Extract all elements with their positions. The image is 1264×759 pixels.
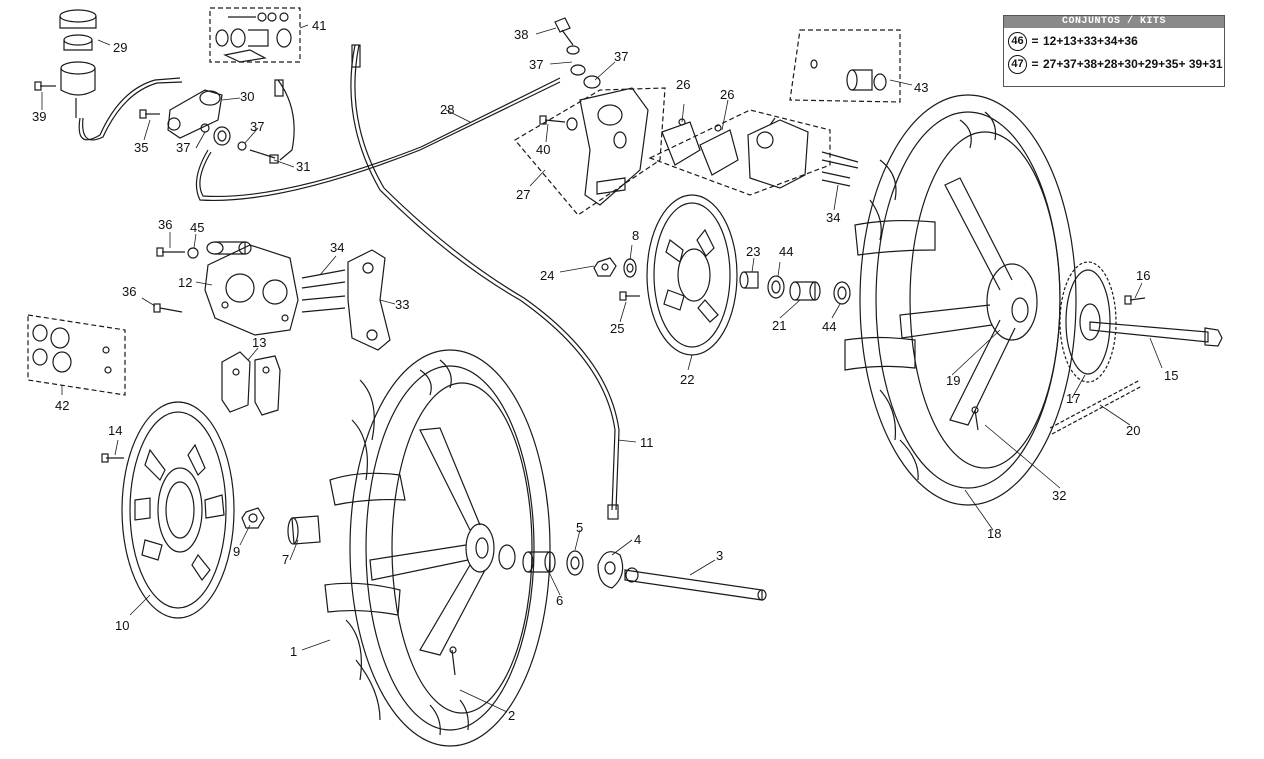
callout-3: 3 (716, 548, 723, 563)
callout-2: 2 (508, 708, 515, 723)
callout-45: 45 (190, 220, 204, 235)
callout-19: 19 (946, 373, 960, 388)
rear-wheel (844, 94, 1077, 506)
kit-formula: 27+37+38+28+30+29+35+ 39+31 (1043, 57, 1223, 71)
callout-27: 27 (516, 187, 530, 202)
callout-labels: 1 2 3 4 5 6 7 8 9 10 11 12 13 14 15 16 1… (32, 18, 1178, 723)
rear-brake-disc (646, 194, 738, 356)
front-axle (624, 567, 767, 601)
callout-16: 16 (1136, 268, 1150, 283)
callout-12: 12 (178, 275, 192, 290)
callout-29: 29 (113, 40, 127, 55)
callout-37b: 37 (250, 119, 264, 134)
callout-20: 20 (1126, 423, 1140, 438)
callout-8: 8 (632, 228, 639, 243)
callout-42: 42 (55, 398, 69, 413)
kit-equals: = (1031, 57, 1039, 71)
callout-4: 4 (634, 532, 641, 547)
kit-row-47: 47 = 27+37+38+28+30+29+35+ 39+31 (1004, 55, 1224, 74)
callout-6: 6 (556, 593, 563, 608)
kits-header: CONJUNTOS / KITS (1004, 16, 1224, 28)
callout-41: 41 (312, 18, 326, 33)
rear-sprocket (1059, 261, 1117, 383)
kit-equals: = (1031, 34, 1039, 48)
callout-24: 24 (540, 268, 554, 283)
callout-10: 10 (115, 618, 129, 633)
kits-legend: CONJUNTOS / KITS 46 = 12+13+33+34+36 47 = 27… (1003, 15, 1225, 87)
front-brake-disc (121, 401, 235, 619)
callout-17: 17 (1066, 391, 1080, 406)
callout-34b: 34 (826, 210, 840, 225)
callout-36a: 36 (158, 217, 172, 232)
callout-44b: 44 (822, 319, 836, 334)
callout-40: 40 (536, 142, 550, 157)
callout-43: 43 (914, 80, 928, 95)
callout-18: 18 (987, 526, 1001, 541)
callout-21: 21 (772, 318, 786, 333)
callout-30: 30 (240, 89, 254, 104)
callout-36b: 36 (122, 284, 136, 299)
callout-44a: 44 (779, 244, 793, 259)
callout-5: 5 (576, 520, 583, 535)
callout-1: 1 (290, 644, 297, 659)
kit-number: 47 (1008, 55, 1027, 74)
callout-26a: 26 (676, 77, 690, 92)
callout-34a: 34 (330, 240, 344, 255)
callout-22: 22 (680, 372, 694, 387)
callout-7: 7 (282, 552, 289, 567)
callout-38: 38 (514, 27, 528, 42)
callout-37a: 37 (176, 140, 190, 155)
master-cylinder (34, 9, 97, 118)
callout-33: 33 (395, 297, 409, 312)
callout-32: 32 (1052, 488, 1066, 503)
front-caliper (204, 241, 299, 336)
callout-14: 14 (108, 423, 122, 438)
kit-formula: 12+13+33+34+36 (1043, 34, 1138, 48)
callout-39: 39 (32, 109, 46, 124)
callout-13: 13 (252, 335, 266, 350)
callout-35: 35 (134, 140, 148, 155)
callout-37c: 37 (529, 57, 543, 72)
callout-11: 11 (640, 435, 654, 450)
callout-23: 23 (746, 244, 760, 259)
callout-25: 25 (610, 321, 624, 336)
callout-31: 31 (296, 159, 310, 174)
callout-37d: 37 (614, 49, 628, 64)
callout-15: 15 (1164, 368, 1178, 383)
kit-number: 46 (1008, 32, 1027, 51)
callout-26b: 26 (720, 87, 734, 102)
front-wheel (324, 349, 551, 747)
callout-28: 28 (440, 102, 454, 117)
kit-row-46: 46 = 12+13+33+34+36 (1004, 32, 1224, 51)
callout-9: 9 (233, 544, 240, 559)
